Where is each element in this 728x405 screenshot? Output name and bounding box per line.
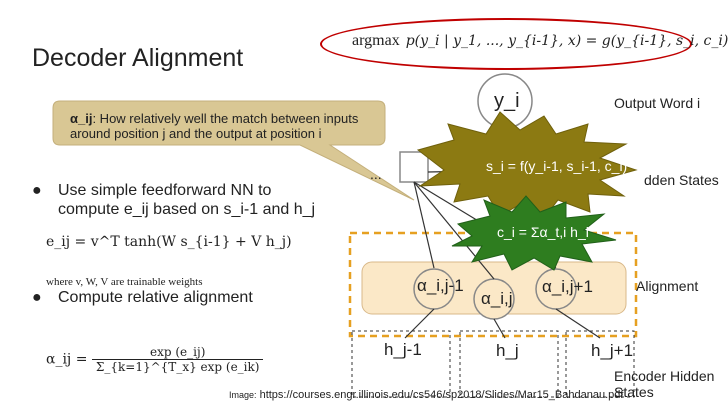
encoder-h-jp1-label: h_j+1 bbox=[591, 341, 634, 360]
alpha-jp1-label: α_i,j+1 bbox=[542, 277, 593, 296]
context-vector-formula: c_i = Σα_t,i h_i bbox=[497, 224, 589, 240]
arrow-prev-to-alpha-jm1 bbox=[413, 181, 435, 269]
bullet-line: Use simple feedforward NN to bbox=[58, 182, 272, 199]
arrow-alpha-jm1-to-h bbox=[404, 308, 435, 339]
state-update-star bbox=[416, 111, 638, 219]
callout-symbol: α_ij bbox=[70, 111, 93, 126]
callout-text: α_ij: How relatively well the match betw… bbox=[70, 111, 360, 141]
encoder-box-j bbox=[459, 330, 559, 398]
softmax-denominator: Σ_{k=1}^{T_x} exp (e_ik) bbox=[95, 360, 260, 374]
alignment-label: Alignment bbox=[636, 278, 699, 294]
bullet-marker: ● bbox=[32, 289, 42, 306]
bullet-line: Compute relative alignment bbox=[58, 289, 253, 306]
prev-state-box bbox=[399, 151, 429, 183]
arrow-alpha-jp1-to-h bbox=[555, 308, 601, 339]
ellipsis-label: ... bbox=[370, 166, 382, 182]
argmax-expression: p(y_i | y_1, ..., y_{i-1}, x) = g(y_{i-1… bbox=[405, 33, 728, 49]
argmax-highlight-oval bbox=[320, 18, 692, 70]
output-node-label: y_i bbox=[494, 90, 520, 112]
softmax-numerator: exp (e_ij) bbox=[91, 345, 264, 360]
hidden-states-label: dden States bbox=[644, 172, 719, 188]
trainable-weights-note: where v, W, V are trainable weights bbox=[46, 276, 203, 288]
alpha-jm1-label: α_i,j-1 bbox=[417, 276, 464, 295]
source-url[interactable]: https://courses.engr.illinois.edu/cs546/… bbox=[259, 389, 624, 401]
encoder-h-jm1-label: h_j-1 bbox=[384, 340, 422, 359]
encoder-h-j-label: h_j bbox=[496, 341, 519, 360]
alignment-region-dashed bbox=[348, 231, 638, 338]
bullet-line: compute e_ij based on s_i-1 and h_j bbox=[58, 201, 316, 218]
state-update-formula: s_i = f(y_i-1, s_i-1, c_i) bbox=[486, 158, 628, 174]
argmax-keyword: argmax bbox=[352, 32, 400, 49]
encoder-hidden-states-label: Encoder Hidden States bbox=[614, 368, 715, 400]
encoder-box-jm1 bbox=[351, 330, 451, 398]
encoder-box-jp1 bbox=[565, 330, 635, 398]
alpha-j-label: α_i,j bbox=[481, 289, 513, 308]
arrow-alpha-j-to-h bbox=[493, 318, 506, 339]
callout-description: : How relatively well the match between … bbox=[70, 111, 359, 141]
output-word-label: Output Word i bbox=[614, 95, 701, 111]
slide-title: Decoder Alignment bbox=[32, 44, 244, 72]
softmax-fraction: exp (e_ij) Σ_{k=1}^{T_x} exp (e_ik) bbox=[91, 345, 264, 374]
alpha-lhs: α_ij = bbox=[46, 351, 88, 368]
bullet-marker: ● bbox=[32, 182, 42, 199]
argmax-formula: argmax p(y_i | y_1, ..., y_{i-1}, x) = g(… bbox=[352, 32, 728, 50]
source-prefix: Image: bbox=[229, 390, 257, 400]
arrow-prev-to-alpha-j bbox=[413, 181, 495, 280]
bullet-feedforward: ● Use simple feedforward NN to compute e… bbox=[32, 181, 362, 221]
context-vector-star bbox=[451, 195, 617, 271]
alpha-softmax-equation: α_ij = exp (e_ij) Σ_{k=1}^{T_x} exp (e_i… bbox=[46, 345, 264, 374]
image-source-credit: Image: https://courses.engr.illinois.edu… bbox=[229, 389, 623, 401]
callout-bubble bbox=[52, 100, 415, 201]
energy-equation: e_ij = v^T tanh(W s_{i-1} + V h_j) bbox=[46, 234, 292, 250]
bullet-relative-alignment: ● Compute relative alignment bbox=[32, 288, 362, 308]
